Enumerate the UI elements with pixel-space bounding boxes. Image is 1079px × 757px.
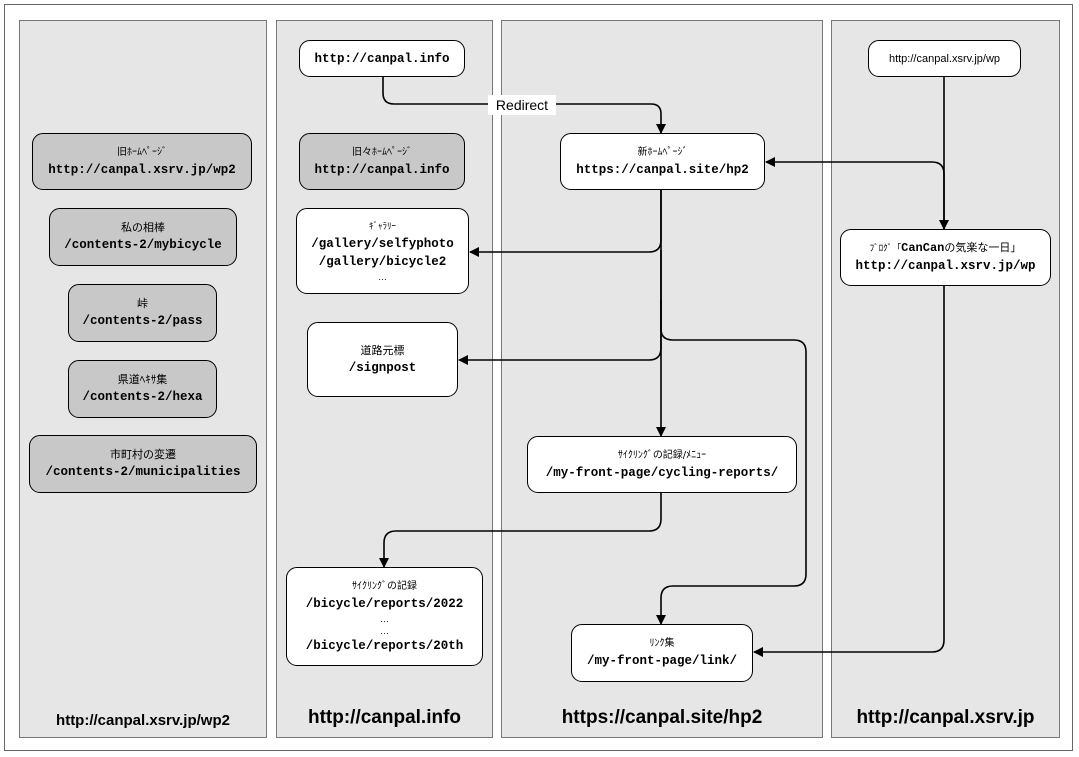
arrow-to-bicycle-reports	[379, 493, 662, 568]
blog-box: ﾌﾞﾛｸﾞ「CanCanの気楽な一日」 http://canpal.xsrv.j…	[840, 229, 1051, 286]
box-label: ﾘﾝｸ集	[649, 638, 675, 649]
arrow-to-gallery	[469, 190, 662, 257]
arrow-blog-to-home	[765, 157, 945, 230]
box-label: 新ﾎｰﾑﾍﾟｰｼﾞ	[637, 146, 688, 158]
box-url-2: /gallery/bicycle2	[318, 255, 447, 269]
box-url: http://canpal.xsrv.jp/wp	[855, 259, 1036, 273]
box-url: /contents-2/municipalities	[45, 465, 241, 479]
box-url: https://canpal.site/hp2	[576, 162, 749, 177]
arrow-to-signpost	[458, 250, 662, 365]
pass-box: 峠 /contents-2/pass	[68, 284, 217, 342]
hexa-box: 県道ﾍｷｻ集 /contents-2/hexa	[68, 360, 217, 418]
blog-title: CanCan	[901, 241, 945, 255]
box-label: ﾌﾞﾛｸﾞ「CanCanの気楽な一日」	[870, 240, 1022, 257]
box-label: 道路元標	[360, 343, 405, 357]
box-label: 私の相棒	[121, 221, 165, 234]
box-url: http://canpal.xsrv.jp/wp	[888, 52, 1001, 65]
column-title: http://canpal.info	[307, 707, 462, 728]
box-label: 峠	[137, 297, 148, 310]
box-label: ｷﾞｬﾗﾘｰ	[368, 222, 396, 232]
box-label: ｻｲｸﾘﾝｸﾞの記録	[352, 580, 417, 592]
box-url: http://canpal.info	[314, 162, 450, 177]
column-title: http://canpal.xsrv.jp	[856, 707, 1035, 728]
bicycle-reports-box: ｻｲｸﾘﾝｸﾞの記録 /bicycle/reports/2022 … … /bi…	[286, 567, 483, 666]
box-url: /contents-2/pass	[82, 314, 203, 328]
box-url: /signpost	[348, 360, 417, 375]
box-url: http://canpal.info	[314, 51, 450, 66]
box-label: 旧ﾎｰﾑﾍﾟｰｼﾞ	[117, 146, 167, 158]
old-homepage-box: 旧ﾎｰﾑﾍﾟｰｼﾞ http://canpal.xsrv.jp/wp2	[32, 133, 252, 190]
canpal-info-box: http://canpal.info	[299, 40, 465, 77]
box-label: 旧々ﾎｰﾑﾍﾟｰｼﾞ	[352, 146, 412, 158]
mybicycle-box: 私の相棒 /contents-2/mybicycle	[49, 208, 237, 266]
box-url-1: /gallery/selfyphoto	[311, 237, 454, 251]
box-more-1: …	[380, 613, 389, 624]
box-label: 市町村の変遷	[110, 448, 176, 461]
box-label: ｻｲｸﾘﾝｸﾞの記録/ﾒﾆｭｰ	[617, 449, 707, 461]
box-url: /my-front-page/link/	[586, 654, 738, 668]
diagram-frame	[4, 4, 1073, 751]
box-url: /contents-2/mybicycle	[64, 238, 222, 252]
box-label: 県道ﾍｷｻ集	[117, 373, 168, 386]
link-box: ﾘﾝｸ集 /my-front-page/link/	[571, 624, 753, 682]
box-url-1: /bicycle/reports/2022	[305, 596, 464, 611]
arrow-blog-to-link	[753, 286, 945, 657]
cycling-reports-menu-box: ｻｲｸﾘﾝｸﾞの記録/ﾒﾆｭｰ /my-front-page/cycling-r…	[527, 436, 797, 493]
municipalities-box: 市町村の変遷 /contents-2/municipalities	[29, 435, 257, 493]
box-url: /contents-2/hexa	[82, 390, 203, 404]
redirect-label: Redirect	[488, 95, 556, 115]
gallery-box: ｷﾞｬﾗﾘｰ /gallery/selfyphoto /gallery/bicy…	[296, 208, 469, 294]
box-more-2: …	[380, 625, 389, 636]
column-xsrv: http://canpal.xsrv.jp	[831, 20, 1060, 738]
box-url: /my-front-page/cycling-reports/	[545, 465, 779, 480]
box-url-2: /bicycle/reports/20th	[305, 638, 464, 653]
older-homepage-box: 旧々ﾎｰﾑﾍﾟｰｼﾞ http://canpal.info	[299, 133, 465, 190]
arrow-to-link-from-home	[656, 300, 807, 625]
blog-label-tail: の気楽な一日」	[944, 241, 1022, 254]
new-homepage-box: 新ﾎｰﾑﾍﾟｰｼﾞ https://canpal.site/hp2	[560, 133, 765, 190]
wp-url-box: http://canpal.xsrv.jp/wp	[868, 40, 1021, 77]
box-more: …	[378, 272, 387, 282]
signpost-box: 道路元標 /signpost	[307, 322, 458, 397]
box-url: http://canpal.xsrv.jp/wp2	[48, 162, 236, 177]
column-title: https://canpal.site/hp2	[561, 707, 763, 728]
blog-label-head: ﾌﾞﾛｸﾞ「	[869, 244, 902, 254]
column-title: http://canpal.xsrv.jp/wp2	[56, 712, 230, 729]
